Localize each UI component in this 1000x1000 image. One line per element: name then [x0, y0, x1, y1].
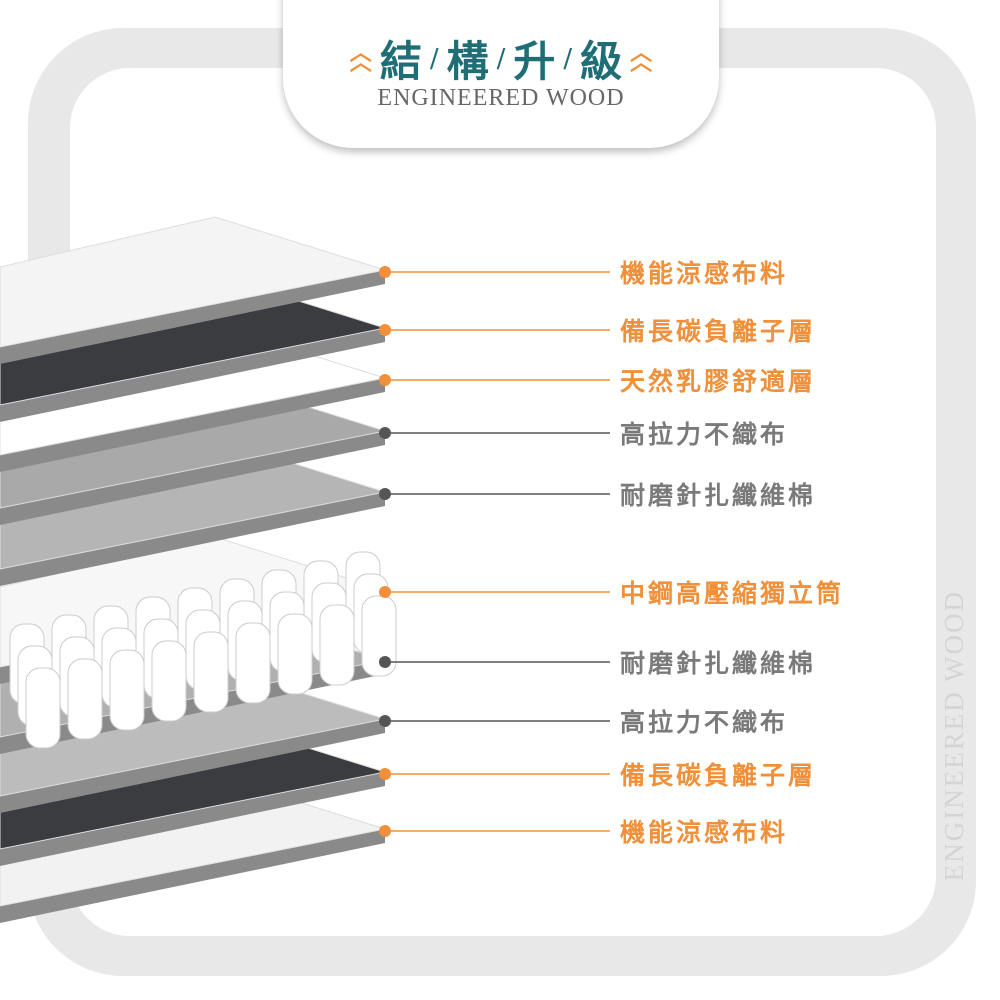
spring-coil — [67, 658, 103, 740]
page-title: ︿︿ 結 / 構 / 升 / 級 ︿︿ — [283, 28, 719, 89]
spring-coil — [235, 622, 271, 704]
title-char: 升 — [513, 37, 556, 86]
spring-coil — [361, 595, 397, 677]
title-char: 級 — [580, 37, 623, 86]
header-tab: ︿︿ 結 / 構 / 升 / 級 ︿︿ ENGINEERED WOOD — [283, 0, 719, 148]
title-separator: / — [496, 43, 506, 74]
spring-coil — [25, 667, 61, 749]
leader-dot — [379, 266, 391, 278]
spring-coil — [277, 613, 313, 695]
layer-label: 機能涼感布料 — [620, 259, 789, 288]
layer-label: 中鋼高壓縮獨立筒 — [620, 579, 845, 608]
subtitle: ENGINEERED WOOD — [377, 85, 625, 111]
title-char: 結 — [379, 37, 422, 86]
layer-label: 耐磨針扎纖維棉 — [620, 649, 817, 678]
layer-label: 耐磨針扎纖維棉 — [620, 481, 817, 510]
leader-dot — [379, 656, 391, 668]
spring-coil — [151, 640, 187, 722]
leader-dot — [379, 768, 391, 780]
layer-label: 天然乳膠舒適層 — [620, 367, 817, 396]
spring-coil — [319, 604, 355, 686]
spring-coil — [193, 631, 229, 713]
layer-6 — [0, 536, 397, 749]
layer-label: 高拉力不織布 — [620, 420, 789, 449]
leader-dot — [379, 586, 391, 598]
leader-dot — [379, 427, 391, 439]
leader-dot — [379, 488, 391, 500]
leader-dot — [379, 324, 391, 336]
title-separator: / — [563, 43, 573, 74]
layer-label: 備長碳負離子層 — [620, 317, 817, 346]
layer-label: 機能涼感布料 — [620, 818, 789, 847]
layer-label: 高拉力不織布 — [620, 708, 789, 737]
leader-dot — [379, 715, 391, 727]
spring-coil — [109, 649, 145, 731]
leader-dot — [379, 374, 391, 386]
leader-dot — [379, 825, 391, 837]
title-char: 構 — [446, 37, 489, 86]
title-separator: / — [429, 43, 439, 74]
layer-label: 備長碳負離子層 — [620, 761, 817, 790]
